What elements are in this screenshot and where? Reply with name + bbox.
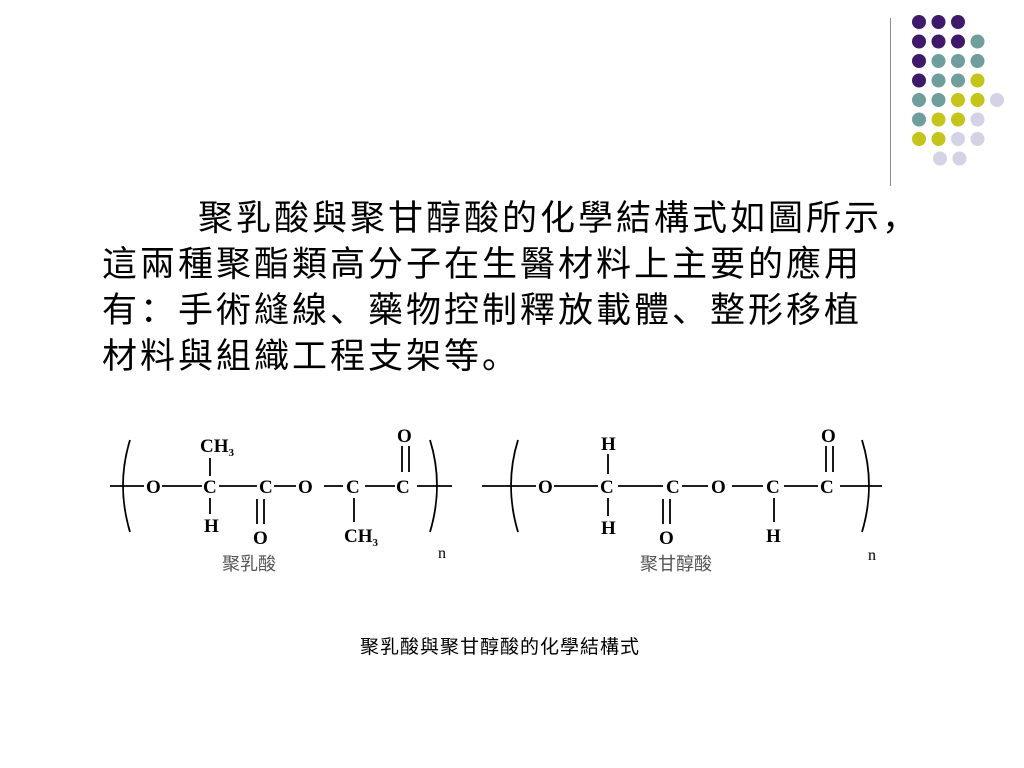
pga-o-left: O xyxy=(538,477,553,498)
chemical-structures-figure: CH3 O C C O C C O H O CH3 n 聚乳酸 H O C C xyxy=(110,426,882,574)
pga-subscript-n: n xyxy=(868,547,876,564)
decorative-dot xyxy=(990,93,1004,107)
decorative-dot xyxy=(933,151,947,166)
decorative-dot xyxy=(931,54,946,68)
paragraph-line-3: 有：手術縫線、藥物控制釋放載體、整形移植 xyxy=(102,291,863,331)
decorative-dot xyxy=(931,15,946,29)
pga-c2: C xyxy=(666,477,680,498)
pla-h: H xyxy=(204,516,219,537)
decorative-dot xyxy=(970,34,985,49)
decorative-dot xyxy=(970,112,985,127)
pga-c1: C xyxy=(600,477,614,498)
pla-ch3-bottom: CH3 xyxy=(344,526,379,549)
decorative-dot xyxy=(912,132,926,146)
pga-o-mid: O xyxy=(711,477,726,498)
decorative-dot xyxy=(952,151,967,166)
decorative-dot xyxy=(912,15,926,29)
decorative-dot xyxy=(970,73,985,88)
pla-o-left: O xyxy=(146,477,161,498)
decorative-dot xyxy=(912,54,926,68)
pga-h-bottom-right: H xyxy=(766,526,781,547)
decorative-dot xyxy=(970,93,985,107)
pla-structure xyxy=(110,439,452,533)
decorative-dot xyxy=(931,73,946,88)
decorative-dot xyxy=(951,132,965,146)
decorative-dot xyxy=(912,34,926,49)
paragraph-line-2: 這兩種聚酯類高分子在生醫材料上主要的應用 xyxy=(102,245,863,285)
pga-structure xyxy=(482,439,882,533)
decorative-dot xyxy=(912,112,926,127)
decorative-dot xyxy=(912,73,926,88)
pla-o-bottom: O xyxy=(253,528,268,549)
pga-c3: C xyxy=(766,477,780,498)
decorative-dot xyxy=(951,15,965,29)
pla-c2: C xyxy=(259,477,273,498)
decorative-dot xyxy=(912,93,926,107)
decorative-dot xyxy=(931,132,946,146)
pga-o-top: O xyxy=(821,426,836,447)
pla-o-mid: O xyxy=(298,477,313,498)
decorative-dot xyxy=(951,93,965,107)
vertical-divider-line xyxy=(890,18,891,186)
figure-caption: 聚乳酸與聚甘醇酸的化學結構式 xyxy=(359,636,640,658)
pga-c4: C xyxy=(820,477,834,498)
pga-h-bottom: H xyxy=(601,518,616,539)
pla-c3: C xyxy=(346,477,360,498)
pla-ch3-top: CH3 xyxy=(200,436,235,459)
decorative-dot xyxy=(931,112,946,127)
pga-o-bottom: O xyxy=(659,528,674,549)
decorative-dot xyxy=(951,54,965,68)
decorative-dot xyxy=(970,54,985,68)
pga-h-top: H xyxy=(601,434,616,455)
paragraph-line-4: 材料與組織工程支架等。 xyxy=(102,337,521,377)
decorative-dot xyxy=(970,132,985,146)
pla-name-label: 聚乳酸 xyxy=(222,554,276,574)
pla-subscript-n: n xyxy=(438,545,446,562)
pla-o-top: O xyxy=(397,426,412,447)
pga-name-label: 聚甘醇酸 xyxy=(640,554,712,574)
decorative-dot xyxy=(931,34,946,49)
body-paragraph: 聚乳酸與聚甘醇酸的化學結構式如圖所示， 這兩種聚酯類高分子在生醫材料上主要的應用… xyxy=(102,196,1002,380)
decorative-dot xyxy=(951,112,965,127)
pla-c4: C xyxy=(396,477,410,498)
decorative-dot xyxy=(951,73,965,88)
decorative-dot xyxy=(951,34,965,49)
decorative-dot xyxy=(931,93,946,107)
pla-c1: C xyxy=(203,477,217,498)
paragraph-line-1: 聚乳酸與聚甘醇酸的化學結構式如圖所示， xyxy=(198,199,921,239)
decorative-dot-grid xyxy=(912,15,1004,166)
